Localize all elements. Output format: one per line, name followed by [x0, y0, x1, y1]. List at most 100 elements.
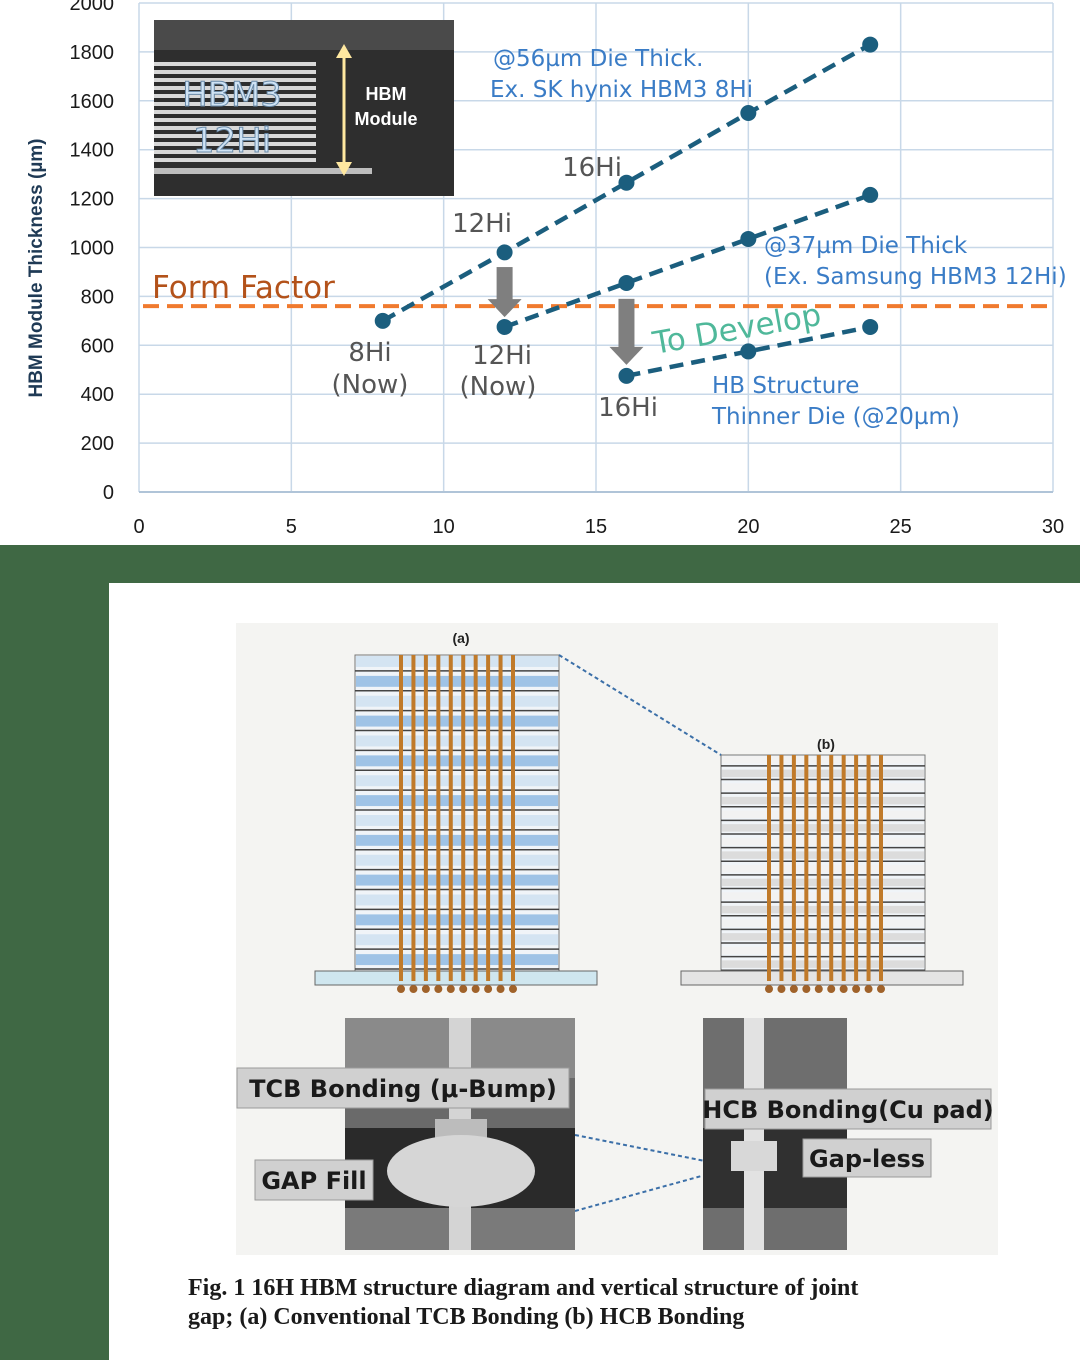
stack-layer — [356, 834, 558, 846]
chart-arrows — [487, 267, 644, 365]
bump — [877, 985, 885, 993]
bump — [864, 985, 873, 993]
inset-stripe — [154, 150, 316, 154]
bump — [471, 985, 480, 993]
inset-stripe — [154, 142, 316, 146]
stack-layer — [722, 865, 924, 873]
stack-layer — [722, 824, 924, 832]
stack-substrate — [680, 970, 964, 986]
inset-stripe — [154, 118, 316, 122]
stack-layer — [722, 756, 924, 764]
series-1-label-1: @56µm Die Thick. — [493, 46, 703, 72]
bump — [421, 985, 430, 993]
down-arrow-shaft — [496, 267, 513, 302]
stack-layer — [722, 783, 924, 791]
stack-layer — [722, 769, 924, 778]
stack-layer — [722, 837, 924, 846]
form-factor-label: Form Factor — [152, 270, 335, 306]
stack-layer — [356, 735, 558, 747]
series-1-point — [740, 105, 757, 122]
y-tick-label: 400 — [81, 384, 114, 406]
stack-layer — [356, 775, 558, 787]
point-label-12hi-top: 12Hi — [452, 209, 512, 239]
bump — [434, 985, 443, 993]
tcb-stack-diagram — [314, 654, 598, 993]
y-tick-label: 1600 — [70, 91, 115, 113]
stack-layer — [356, 675, 558, 687]
point-label-12hi-now: (Now) — [460, 372, 537, 402]
inset-stripe — [154, 70, 316, 74]
series-3-label-2: Thinner Die (@20µm) — [711, 404, 960, 430]
bump — [802, 985, 811, 993]
point-label-8hi-now: (Now) — [332, 370, 409, 400]
gap-fill-label: GAP Fill — [261, 1167, 366, 1195]
point-label-8hi: 8Hi — [348, 338, 391, 368]
hcb-bonding-label: HCB Bonding(Cu pad) — [702, 1096, 993, 1124]
x-tick-label: 15 — [585, 516, 607, 538]
inset-stripe — [154, 102, 316, 106]
y-tick-label: 1800 — [70, 42, 115, 64]
bump — [765, 985, 773, 993]
down-arrow-shaft — [618, 298, 635, 349]
bump — [446, 985, 455, 993]
inset-stripe — [154, 158, 316, 162]
bump — [852, 985, 861, 993]
stack-layer — [356, 914, 558, 926]
x-tick-label: 10 — [433, 516, 455, 538]
figure-panel: (a) (b) TCB Bonding (μ-Bump) GAP Fill — [109, 583, 1080, 1360]
stack-layer — [356, 815, 558, 826]
stack-layer — [356, 695, 558, 707]
hbm-structure-diagram: (a) (b) TCB Bonding (μ-Bump) GAP Fill — [188, 623, 998, 1330]
y-tick-label: 1400 — [70, 140, 115, 162]
series-1-point — [862, 36, 879, 53]
stack-layer — [356, 874, 558, 886]
bump — [789, 985, 798, 993]
stack-layer — [356, 954, 558, 966]
inset-stripe — [154, 86, 316, 90]
inset-title-1: HBM3 — [182, 75, 282, 115]
panel-a-label: (a) — [452, 630, 469, 646]
inset-hbm-image: HBM3 12Hi HBM Module — [154, 20, 454, 196]
stack-layer — [722, 892, 924, 900]
series-1-point — [374, 312, 391, 329]
bump — [814, 985, 823, 993]
stack-layer — [722, 810, 924, 818]
series-2-point — [496, 318, 513, 335]
hcb-stack-diagram — [680, 754, 964, 993]
series-1-point — [618, 174, 635, 191]
y-tick-label: 2000 — [70, 0, 115, 15]
series-2-point — [618, 274, 635, 291]
bump — [777, 985, 786, 993]
gapless-label: Gap-less — [809, 1145, 925, 1173]
stack-layer — [722, 933, 924, 941]
series-3-point — [740, 343, 757, 360]
stack-layer — [722, 960, 924, 968]
y-tick-label: 800 — [81, 286, 114, 308]
stack-layer — [722, 905, 924, 914]
x-tick-label: 0 — [133, 516, 144, 538]
point-label-16hi-bot: 16Hi — [598, 393, 658, 423]
x-tick-label: 30 — [1042, 516, 1064, 538]
bump — [509, 985, 517, 993]
series-3-point — [618, 367, 635, 384]
inset-stripe — [154, 126, 316, 130]
stack-layer — [356, 795, 558, 807]
inset-stripe — [154, 110, 316, 114]
series-2-point — [862, 186, 879, 203]
stack-layer — [722, 851, 924, 859]
x-tick-label: 25 — [890, 516, 912, 538]
series-2-point — [740, 230, 757, 247]
stack-layer — [356, 894, 558, 906]
bump — [397, 985, 405, 993]
inset-title-2: 12Hi — [193, 121, 271, 161]
y-tick-label: 1000 — [70, 238, 115, 260]
point-label-12hi-mid: 12Hi — [472, 341, 532, 371]
series-1-line — [381, 42, 872, 323]
inset-label-2: Module — [355, 109, 418, 129]
series-3-point — [862, 318, 879, 335]
panel-b-label: (b) — [817, 736, 835, 752]
series-1-point — [496, 244, 513, 261]
